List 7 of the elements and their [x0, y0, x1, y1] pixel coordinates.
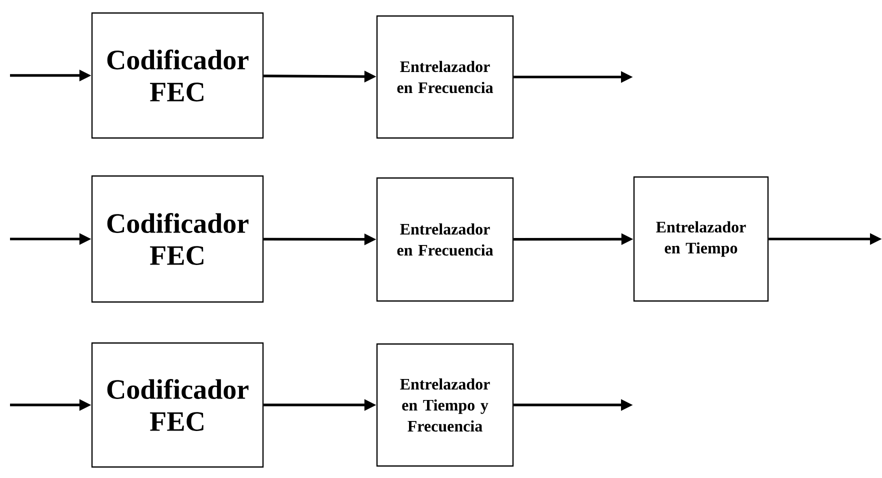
process-box: Codificador FEC	[91, 175, 264, 303]
process-box: Codificador FEC	[91, 342, 264, 468]
process-box: Entrelazador en Frecuencia	[376, 177, 514, 302]
process-box: Entrelazador en Frecuencia	[376, 15, 514, 139]
process-box: Entrelazador en Tiempo	[633, 176, 769, 302]
process-box: Codificador FEC	[91, 12, 264, 139]
process-box: Entrelazador en Tiempo y Frecuencia	[376, 343, 514, 467]
